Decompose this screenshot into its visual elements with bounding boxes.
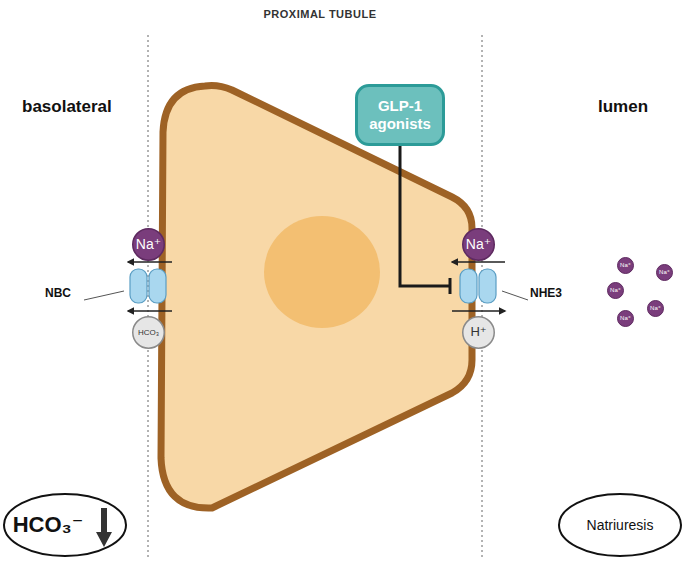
region-label: basolateral [22, 97, 112, 117]
node-text: Natriuresis [587, 517, 654, 533]
region-label: lumen [598, 97, 648, 117]
outcome-ellipse: Natriuresis [558, 493, 682, 557]
transporter-name: NBC [45, 287, 71, 299]
node-text: HCO₃⁻ [13, 512, 84, 537]
transporter: NHE3 [450, 266, 506, 306]
transporter-lobe [479, 269, 496, 303]
node-content: Na⁺ [607, 282, 624, 299]
node-content: Na⁺ [132, 228, 165, 261]
transporter-lobe [130, 269, 147, 303]
sodium-ion: Na⁺ [132, 228, 165, 261]
node-text: HCO₃ [138, 328, 159, 337]
transport-arrow [452, 261, 505, 263]
node-content: H⁺ [462, 316, 495, 349]
node-content: Natriuresis [558, 493, 682, 557]
node-text: Na⁺ [466, 236, 491, 252]
circle-shape [133, 317, 165, 349]
node-content: HCO₃⁻ [3, 493, 127, 557]
node-content: Na⁺ [462, 228, 495, 261]
node-text: Na⁺ [620, 262, 631, 269]
outcome-ellipse: HCO₃⁻ [3, 493, 127, 557]
circle-shape [618, 311, 634, 327]
transporter-lobe [149, 269, 166, 303]
transporter-name: NHE3 [530, 287, 562, 299]
inhibition-bar [449, 278, 452, 294]
transporter-outline [120, 266, 176, 306]
node-content: HCO₃ [132, 316, 165, 349]
transporter: NBC [120, 266, 176, 306]
circle-shape [463, 229, 495, 261]
node-content: GLP-1 agonists [358, 87, 442, 143]
node-content: Na⁺ [656, 264, 673, 281]
transport-arrow [452, 310, 505, 312]
decrease-arrowhead [96, 532, 112, 547]
node-text: Na⁺ [136, 236, 161, 252]
circle-shape [608, 283, 624, 299]
circle-shape [657, 265, 673, 281]
leader-line [84, 291, 124, 300]
circle-shape [133, 229, 165, 261]
leader-line [502, 291, 528, 300]
sodium-ion: Na⁺ [462, 228, 495, 261]
inhibition-line [400, 146, 450, 286]
circle-shape [648, 301, 664, 317]
ellipse-shape [4, 494, 126, 556]
transporter-lobe [460, 269, 477, 303]
membrane-line [148, 35, 149, 560]
drug-box: GLP-1 agonists [355, 84, 445, 146]
node-text: Na⁺ [620, 315, 631, 322]
circle-shape [618, 258, 634, 274]
sodium-ion: Na⁺ [607, 282, 624, 299]
tubule-cell [161, 86, 472, 509]
node-content: Na⁺ [617, 310, 634, 327]
sodium-ion: Na⁺ [656, 264, 673, 281]
node-content: Na⁺ [647, 300, 664, 317]
cell-nucleus [264, 216, 380, 328]
transport-arrow [128, 261, 172, 263]
proton-ion: H⁺ [462, 316, 495, 349]
sodium-ion: Na⁺ [647, 300, 664, 317]
decrease-arrow [101, 508, 107, 534]
sodium-ion: Na⁺ [617, 257, 634, 274]
node-text: Na⁺ [610, 287, 621, 294]
node-text: GLP-1 agonists [358, 97, 442, 133]
node-content: Na⁺ [617, 257, 634, 274]
diagram-title: PROXIMAL TUBULE [0, 8, 640, 20]
transport-arrow [128, 310, 172, 312]
node-text: Na⁺ [650, 305, 661, 312]
transporter-outline [450, 266, 506, 306]
sodium-ion: Na⁺ [617, 310, 634, 327]
circle-shape [463, 317, 495, 349]
node-text: H⁺ [470, 325, 486, 340]
node-text: Na⁺ [659, 269, 670, 276]
bicarbonate-ion: HCO₃ [132, 316, 165, 349]
ellipse-shape [559, 494, 681, 556]
